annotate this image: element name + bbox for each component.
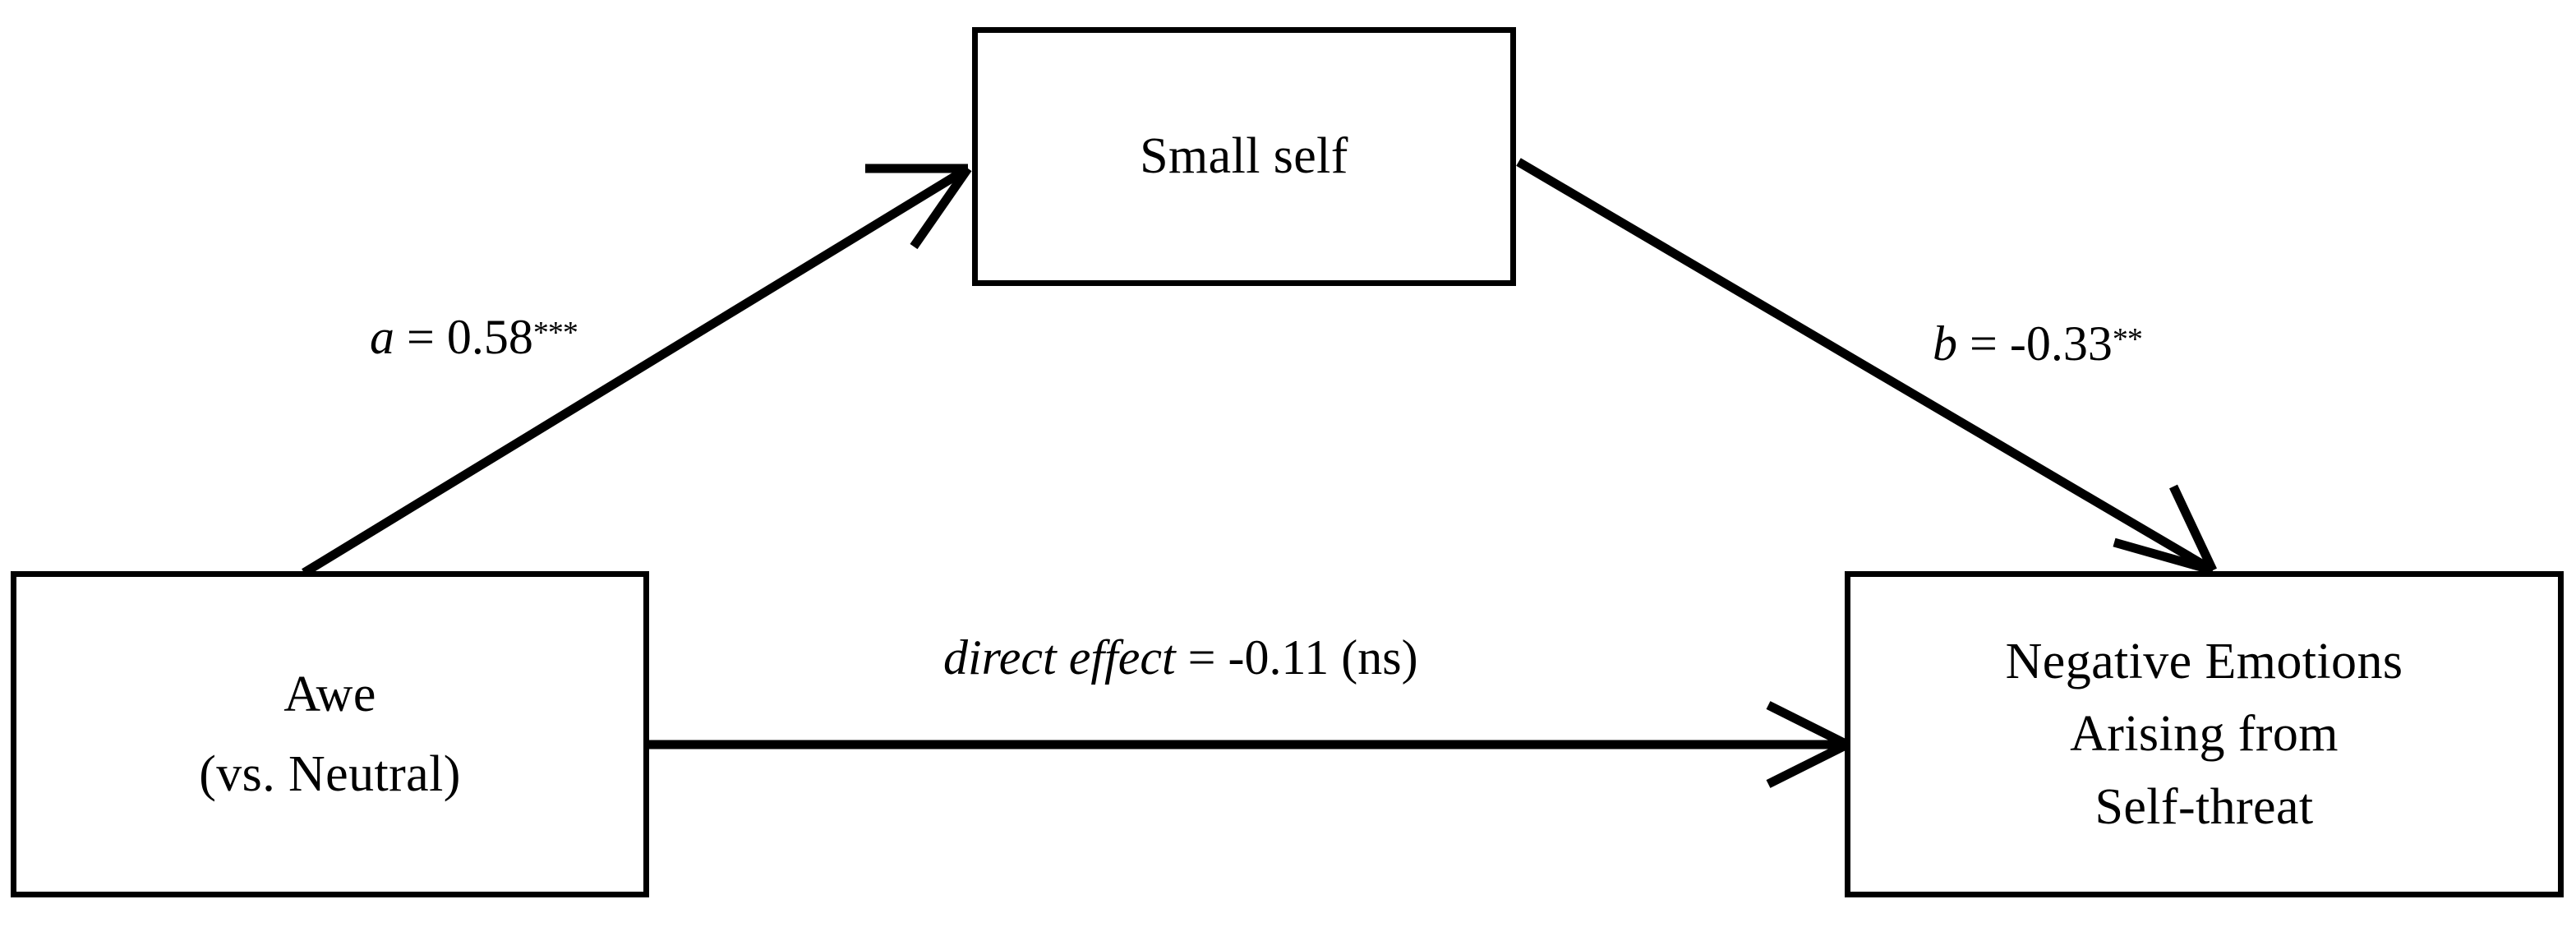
path-a-symbol: a	[370, 310, 394, 364]
node-small-self[interactable]: Small self	[972, 27, 1516, 286]
node-awe[interactable]: Awe (vs. Neutral)	[11, 571, 649, 897]
node-negative-emotions-label-line2: Arising from	[2070, 706, 2339, 763]
path-b-significance-stars: **	[2112, 322, 2143, 357]
node-negative-emotions[interactable]: Negative Emotions Arising from Self-thre…	[1845, 571, 2564, 897]
path-b-value: -0.33	[2009, 316, 2113, 371]
path-direct-equals: =	[1175, 630, 1228, 685]
node-awe-label-line2: (vs. Neutral)	[199, 745, 461, 802]
node-negative-emotions-label-line1: Negative Emotions	[2005, 634, 2403, 690]
path-direct-value: -0.11	[1228, 630, 1329, 685]
path-b-label: b = -0.33**	[1933, 316, 2143, 371]
path-b-arrow	[1516, 158, 2217, 575]
path-direct-arrow	[649, 701, 1850, 788]
path-a-arrow	[302, 164, 972, 577]
path-a-equals: =	[394, 310, 447, 364]
path-a-significance-stars: ***	[532, 316, 578, 351]
node-negative-emotions-label-line3: Self-threat	[2094, 778, 2314, 835]
path-direct-label: direct effect = -0.11 (ns)	[943, 633, 1418, 682]
path-b-symbol: b	[1933, 316, 1957, 371]
node-awe-label-line1: Awe	[283, 666, 376, 723]
path-a-label: a = 0.58***	[370, 312, 578, 362]
path-direct-symbol: direct effect	[943, 630, 1176, 685]
path-a-value: 0.58	[446, 310, 533, 364]
path-b-equals: =	[1957, 316, 2010, 371]
node-small-self-label: Small self	[1140, 127, 1348, 184]
path-direct-note: (ns)	[1329, 630, 1418, 685]
